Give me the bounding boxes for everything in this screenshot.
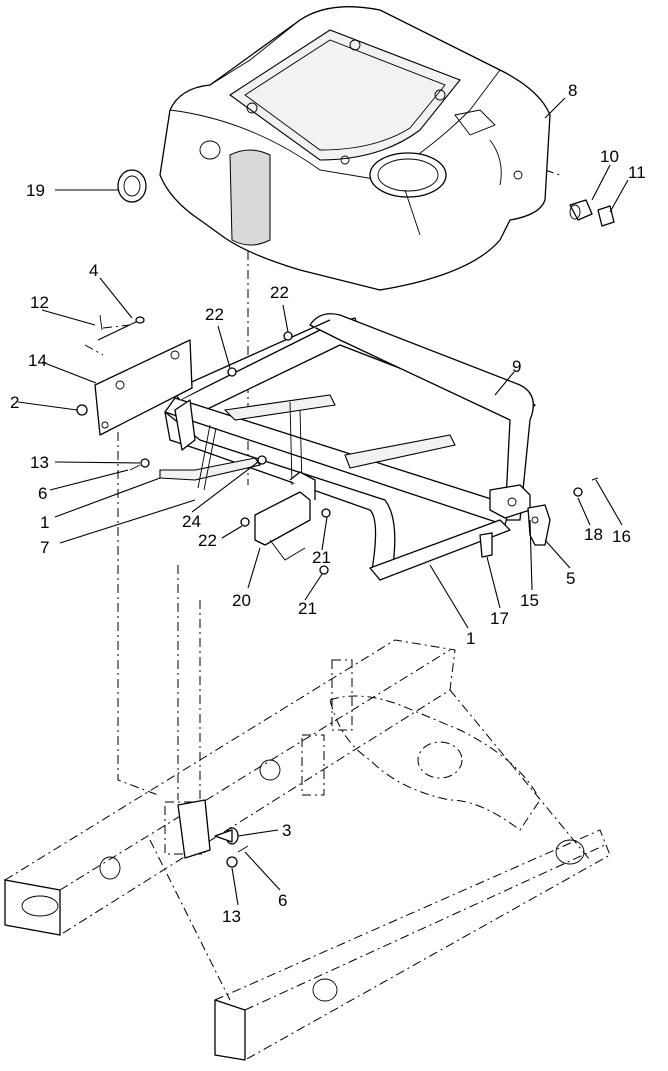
callout-6: 6: [38, 484, 47, 503]
alignment-lines: [84, 149, 561, 850]
callout-18: 18: [584, 525, 603, 544]
callout-7: 7: [40, 538, 49, 557]
chassis-frame: [3, 639, 611, 1061]
callout-13-lower: 13: [222, 907, 241, 926]
bracket-part: [254, 471, 316, 561]
callout-6-lower: 6: [278, 891, 287, 910]
callout-12: 12: [30, 293, 49, 312]
callout-4: 4: [89, 261, 98, 280]
grommet-part: [117, 169, 147, 203]
callout-21-lower: 21: [298, 599, 317, 618]
latch-part: [489, 484, 551, 546]
callout-1: 1: [40, 513, 49, 532]
key-switch-part: [569, 199, 615, 227]
pin-part: [97, 314, 145, 341]
callout-9: 9: [512, 357, 521, 376]
hardware-parts: [76, 331, 599, 575]
callout-16: 16: [612, 527, 631, 546]
callout-1-lower: 1: [466, 629, 475, 648]
callout-24: 24: [182, 512, 201, 531]
callout-15: 15: [520, 591, 539, 610]
callout-3: 3: [282, 821, 291, 840]
callout-19: 19: [26, 181, 45, 200]
callout-14: 14: [28, 351, 47, 370]
callout-5: 5: [566, 569, 575, 588]
callout-21-upper: 21: [312, 548, 331, 567]
callout-20: 20: [232, 591, 251, 610]
callout-labels: 8 10 11 19 4 12 14 2 13 6 1 7 22 22 24 2…: [10, 81, 646, 926]
hood-cover: [159, 6, 551, 291]
callout-13: 13: [30, 453, 49, 472]
callout-22-top-left: 22: [205, 305, 224, 324]
lower-bracket-part: [177, 799, 249, 868]
callout-10: 10: [600, 147, 619, 166]
callout-17: 17: [490, 609, 509, 628]
callout-2: 2: [10, 393, 19, 412]
leader-lines: [17, 97, 629, 906]
callout-22-lower: 22: [198, 531, 217, 550]
callout-8: 8: [568, 81, 577, 100]
callout-22-top-right: 22: [270, 283, 289, 302]
callout-11: 11: [628, 163, 646, 182]
hinge-plate-part: [94, 339, 193, 436]
